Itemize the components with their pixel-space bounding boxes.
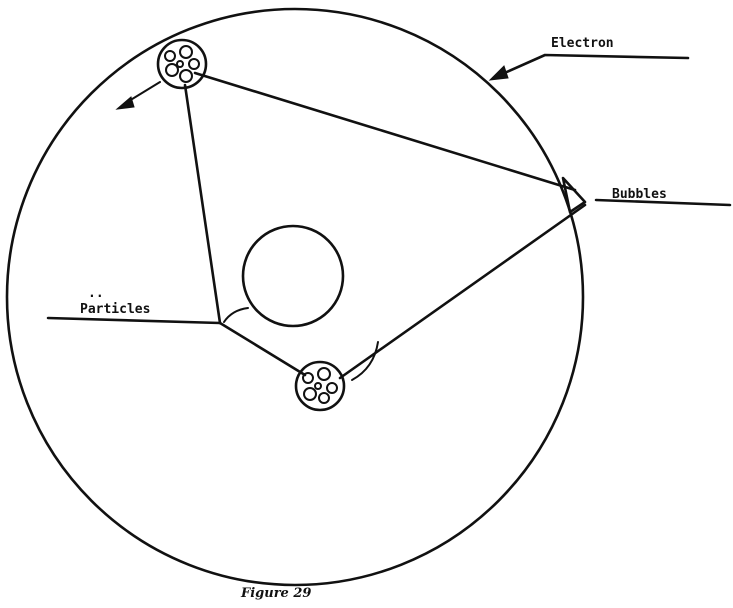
figure-caption: Figure 29 <box>240 586 311 601</box>
motion-curve <box>351 341 379 381</box>
bubble-cluster-icon <box>294 360 346 412</box>
electron-leader <box>488 53 690 81</box>
triangle-edge-right <box>338 203 587 380</box>
triangle-edge-top <box>193 71 577 192</box>
particles-dots: .. <box>88 286 104 301</box>
right-vertex-marker <box>561 176 587 214</box>
motion-arrow-icon <box>115 81 161 110</box>
bubbles-leader <box>594 198 732 207</box>
bubble-cluster-icon <box>156 38 208 90</box>
bubbles-label: Bubbles <box>612 187 667 202</box>
inner-circle <box>241 224 345 328</box>
particles-leader <box>46 316 222 325</box>
triangle-edge-left <box>183 83 222 325</box>
electron-outer-circle <box>5 7 585 587</box>
particles-label: Particles <box>80 302 150 317</box>
triangle-edge-lower-left <box>218 321 307 377</box>
inner-circle-arc <box>223 307 249 323</box>
electron-label: Electron <box>551 36 614 51</box>
